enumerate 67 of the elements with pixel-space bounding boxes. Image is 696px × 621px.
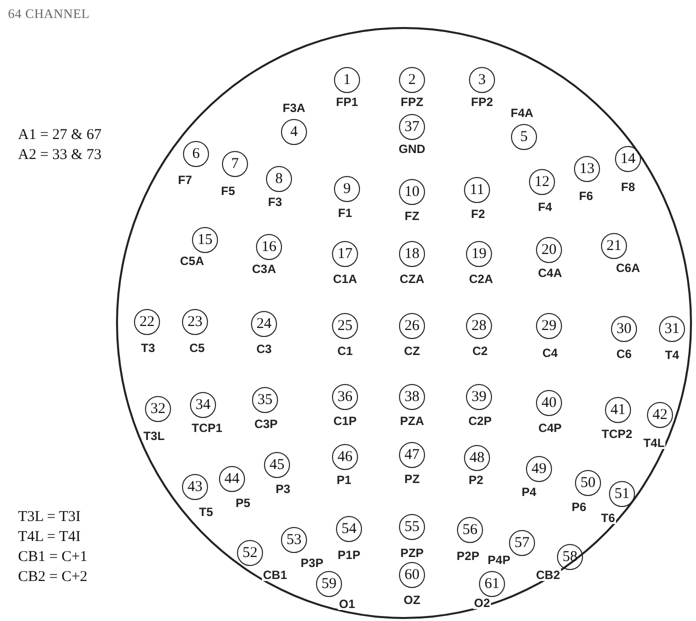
electrode-label: P2 xyxy=(468,474,484,486)
electrode-label: FP1 xyxy=(335,96,359,108)
electrode-label: PZA xyxy=(399,415,425,427)
electrode-label: PZP xyxy=(399,547,425,559)
electrode-label: C2 xyxy=(471,345,489,357)
electrode-label: C5A xyxy=(179,255,205,267)
electrode-label: CB2 xyxy=(535,569,561,581)
electrode-label: F7 xyxy=(177,174,193,186)
electrode-label: C1A xyxy=(332,273,358,285)
electrode-label: P1P xyxy=(336,549,362,561)
electrode-label: TCP1 xyxy=(190,422,224,434)
electrode-label: FZ xyxy=(404,210,420,222)
electrode-label: C2A xyxy=(468,273,494,285)
electrode-label: CZA xyxy=(398,273,426,285)
electrode-label: F2 xyxy=(470,208,486,220)
electrode-label: C1P xyxy=(332,415,358,427)
note-text: A1 = 27 & 67 xyxy=(18,128,102,143)
head-outline xyxy=(116,27,692,619)
electrode-label: GND xyxy=(398,143,426,155)
electrode-label: P5 xyxy=(234,497,252,509)
electrode-label: F3A xyxy=(282,102,306,114)
electrode-label: P2P xyxy=(456,550,480,562)
electrode-label: C1 xyxy=(336,345,354,357)
note-text: CB1 = C+1 xyxy=(18,550,88,565)
note-text: T4L = T4I xyxy=(18,530,81,545)
electrode-label: F3 xyxy=(267,196,283,208)
electrode-label: O2 xyxy=(473,597,491,609)
electrode-label: O1 xyxy=(338,598,356,610)
electrode-label: C6A xyxy=(615,262,641,274)
electrode-label: P4P xyxy=(486,554,512,566)
electrode-label: CZ xyxy=(403,345,421,357)
note-text: CB2 = C+2 xyxy=(18,570,88,585)
electrode-label: C4 xyxy=(541,347,559,359)
electrode-label: FPZ xyxy=(400,96,424,108)
electrode-label: P4 xyxy=(520,486,538,498)
electrode-label: F8 xyxy=(620,181,636,193)
electrode-label: C3A xyxy=(251,263,277,275)
electrode-label: T5 xyxy=(198,506,214,518)
electrode-label: T6 xyxy=(600,512,616,524)
electrode-label: C5 xyxy=(188,342,206,354)
electrode-label: P1 xyxy=(336,474,352,486)
electrode-label: P3 xyxy=(274,483,292,495)
electrode-label: C3 xyxy=(255,343,273,355)
electrode-label: C4A xyxy=(537,267,563,279)
note-text: A2 = 33 & 73 xyxy=(18,148,102,163)
electrode-label: T4L xyxy=(642,437,666,449)
electrode-label: C2P xyxy=(467,415,493,427)
electrode-label: P3P xyxy=(300,557,324,569)
note-text: T3L = T3I xyxy=(18,510,81,525)
electrode-label: F6 xyxy=(578,190,594,202)
electrode-label: FP2 xyxy=(470,96,494,108)
electrode-label: OZ xyxy=(402,594,422,606)
electrode-label: F5 xyxy=(220,185,236,197)
electrode-label: CB1 xyxy=(262,569,288,581)
electrode-label: F1 xyxy=(337,207,353,219)
electrode-label: C6 xyxy=(615,348,633,360)
electrode-label: F4 xyxy=(537,201,553,213)
electrode-label: PZ xyxy=(403,473,421,485)
title: 64 CHANNEL xyxy=(8,5,90,23)
electrode-label: F4A xyxy=(510,107,534,119)
electrode-label: C4P xyxy=(537,422,563,434)
electrode-label: TCP2 xyxy=(600,428,634,440)
electrode-label: P6 xyxy=(570,501,588,513)
electrode-label: T3 xyxy=(140,342,156,354)
electrode-label: T3L xyxy=(142,430,166,442)
electrode-label: T4 xyxy=(664,349,680,361)
electrode-label: C3P xyxy=(253,418,279,430)
